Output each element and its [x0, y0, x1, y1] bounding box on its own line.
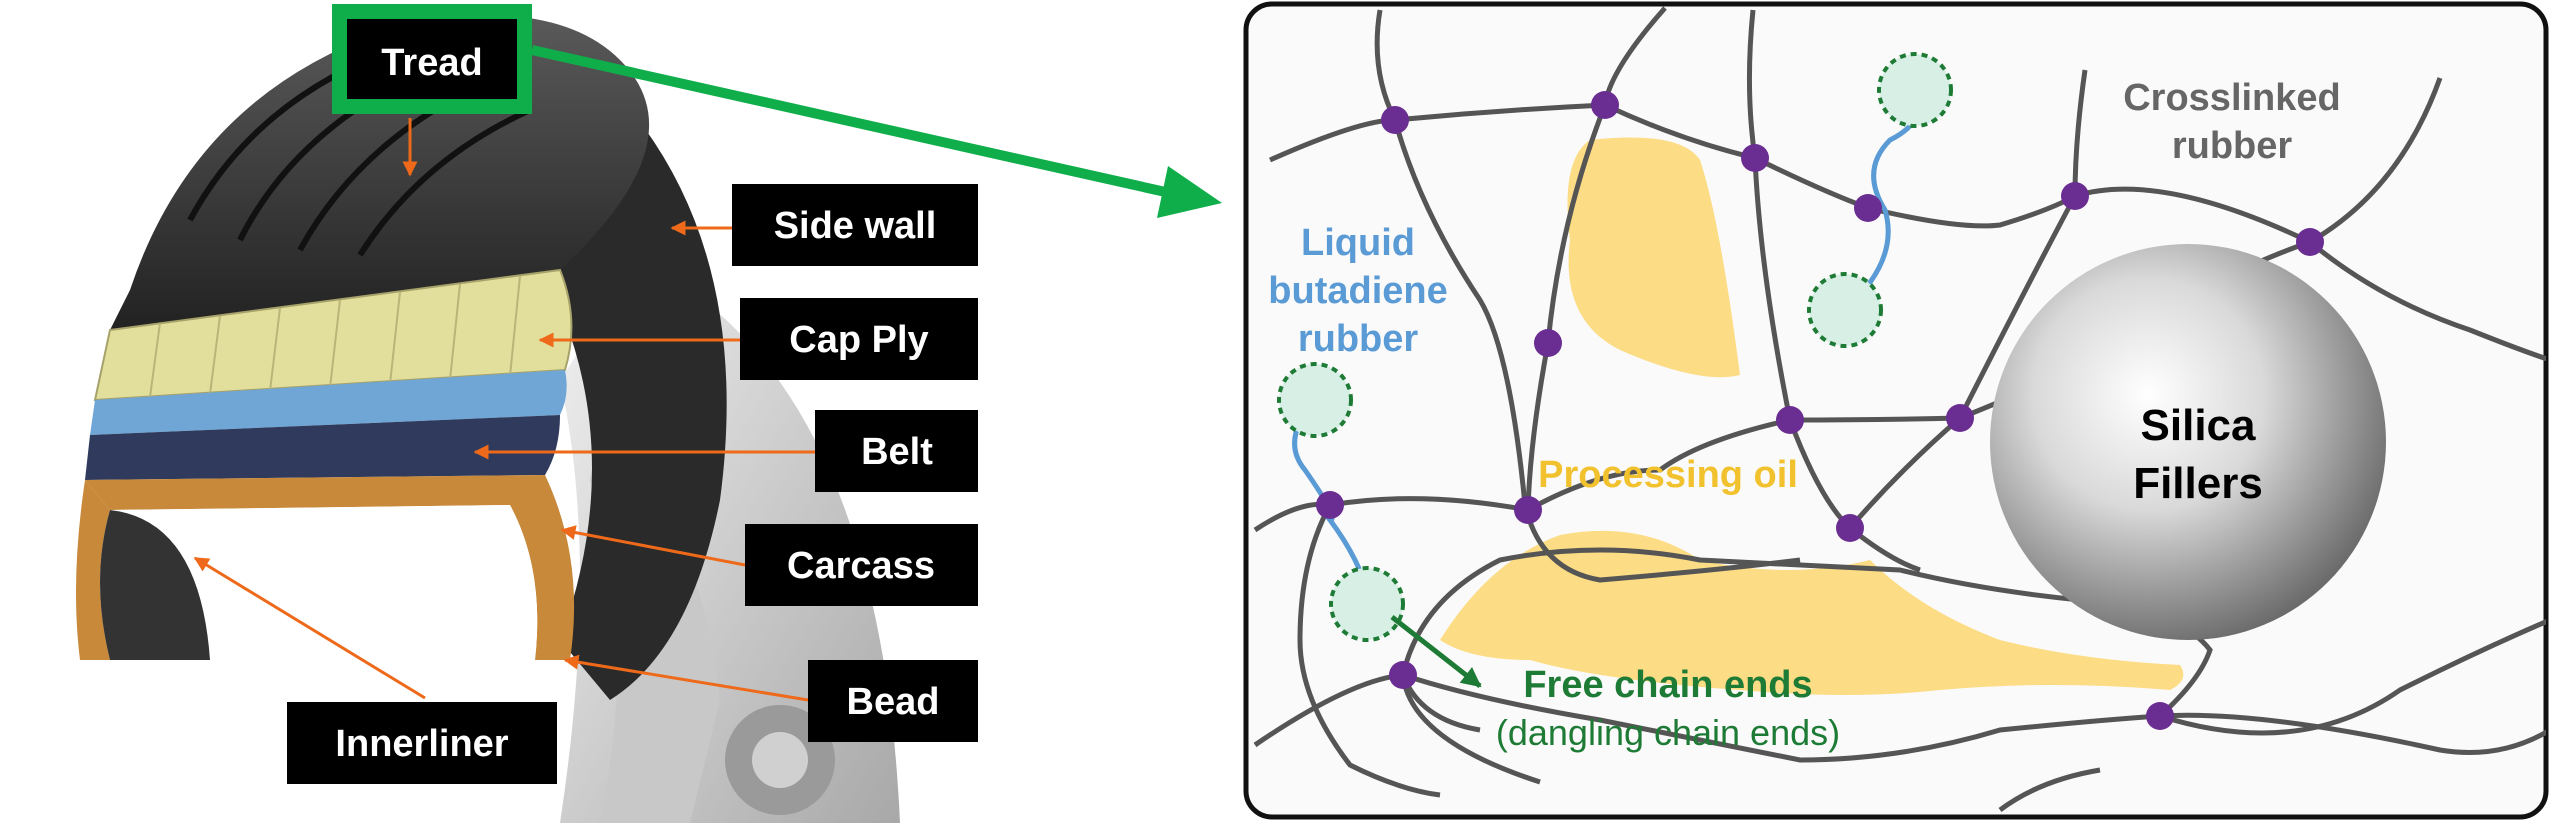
dangling-chain-ends-label: (dangling chain ends) — [1496, 712, 1840, 753]
rubber-network-panel: Crosslinked rubber Liquid butadiene rubb… — [1243, 1, 2549, 820]
tire-illustration — [76, 15, 900, 823]
chain-end-circle — [1877, 52, 1953, 128]
crosslinked-rubber-label-line1: Crosslinked — [2123, 77, 2341, 119]
processing-oil-blob — [1440, 530, 2184, 695]
crosslink-point — [1381, 106, 1409, 134]
side-wall-label: Side wall — [774, 205, 937, 247]
processing-oil-blob — [1567, 137, 1740, 378]
zoom-arrow — [530, 45, 1222, 218]
carcass-layer — [85, 475, 575, 660]
crosslink-point — [1854, 194, 1882, 222]
crosslink-point — [1776, 406, 1804, 434]
bead-label: Bead — [847, 681, 940, 723]
silica-fillers-label-line1: Silica — [2141, 401, 2256, 450]
free-chain-ends-label: Free chain ends — [1523, 664, 1812, 706]
crosslink-points — [1316, 91, 2324, 730]
label-carcass-box: Carcass — [745, 524, 978, 606]
silica-filler — [1990, 244, 2386, 640]
label-innerliner-box: Innerliner — [287, 702, 557, 784]
belt-blue-layer — [90, 370, 567, 435]
crosslink-point — [1514, 496, 1542, 524]
arrow-carcass — [560, 525, 746, 567]
crosslink-point — [1534, 329, 1562, 357]
label-cap-ply-box: Cap Ply — [740, 298, 978, 380]
tread-callout: Tread — [332, 4, 532, 114]
crosslink-point — [2061, 182, 2089, 210]
crosslinked-rubber-label-line2: rubber — [2172, 125, 2293, 167]
chain-end-circle — [1807, 272, 1883, 348]
label-belt-box: Belt — [815, 410, 978, 492]
crosslink-point — [1316, 491, 1344, 519]
free-chain-end-arrow — [1390, 615, 1482, 688]
crosslink-point — [2146, 702, 2174, 730]
crosslink-point — [1741, 144, 1769, 172]
liquid-rubber-label-line3: rubber — [1298, 318, 1419, 360]
label-side-wall-box: Side wall — [732, 184, 978, 266]
arrow-bead — [563, 654, 809, 702]
innerliner-label: Innerliner — [335, 723, 508, 765]
liquid-rubber-label-line2: butadiene — [1268, 270, 1447, 312]
processing-oil-label: Processing oil — [1538, 454, 1798, 496]
crosslink-point — [1946, 404, 1974, 432]
label-bead-box: Bead — [808, 660, 978, 742]
callout-arrows — [193, 118, 815, 702]
crosslink-point — [1836, 514, 1864, 542]
crosslink-point — [1591, 91, 1619, 119]
crosslink-point — [2296, 228, 2324, 256]
innerliner-layer — [110, 505, 538, 660]
chain-end-circle — [1277, 362, 1353, 438]
arrow-innerliner — [193, 556, 426, 700]
liquid-rubber-label-line1: Liquid — [1301, 222, 1415, 264]
carcass-label: Carcass — [787, 545, 935, 587]
chain-end-circles — [1277, 52, 1953, 642]
belt-layer — [85, 415, 560, 480]
crosslink-point — [1389, 661, 1417, 689]
cap-ply-label: Cap Ply — [789, 319, 928, 361]
belt-label: Belt — [861, 431, 933, 473]
silica-fillers-label-line2: Fillers — [2133, 459, 2263, 508]
tread-label: Tread — [381, 42, 482, 84]
chain-end-circle — [1329, 566, 1405, 642]
